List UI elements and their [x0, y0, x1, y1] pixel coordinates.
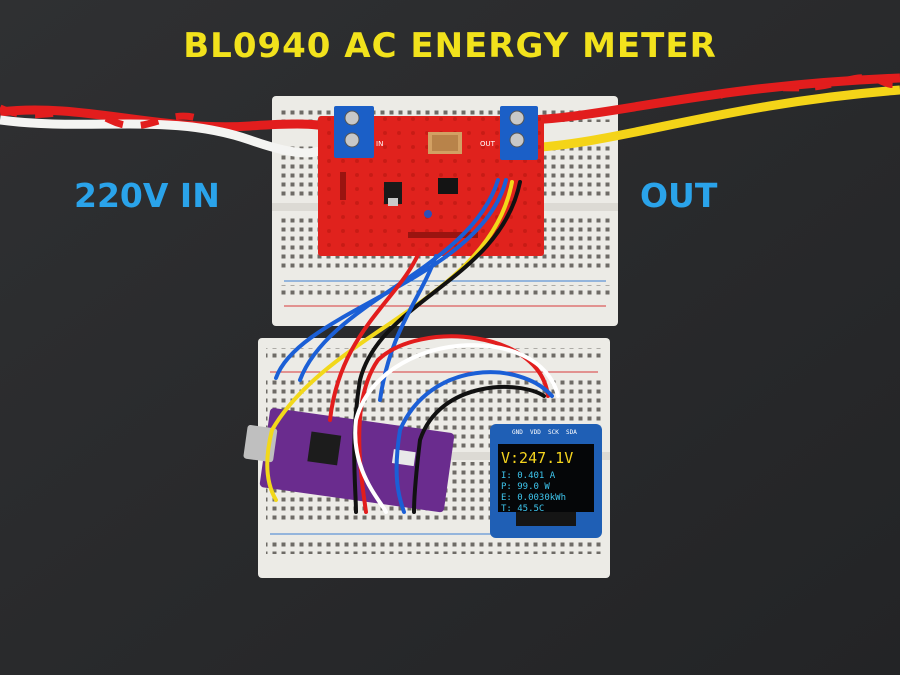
mains-cable-out [519, 73, 900, 153]
terminal-in [334, 106, 374, 158]
page-title: BL0940 AC ENERGY METER [183, 26, 717, 66]
oled-voltage-reading: V:247.1V [501, 449, 573, 467]
oled-temperature-reading: T: 45.5C [501, 504, 544, 514]
oled-current-reading: I: 0.401 A [501, 471, 556, 481]
meter-in-label: IN [376, 140, 383, 148]
oled-pin-gnd: GND [512, 429, 523, 436]
bl0940-meter-board: IN OUT [318, 106, 544, 256]
oled-pin-vdd: VDD [530, 429, 541, 436]
input-label: 220V IN [74, 176, 220, 215]
oled-power-reading: P: 99.0 W [501, 482, 550, 492]
output-label: OUT [640, 176, 718, 215]
oled-pin-sck: SCK [548, 429, 559, 436]
oled-energy-reading: E: 0.0030kWh [501, 493, 566, 503]
oled-display-module: GND VDD SCK SDA V:247.1V I: 0.401 A P: 9… [490, 424, 602, 538]
oled-pin-sda: SDA [566, 429, 577, 436]
meter-out-label: OUT [480, 140, 496, 148]
jumper-wires [265, 178, 560, 514]
